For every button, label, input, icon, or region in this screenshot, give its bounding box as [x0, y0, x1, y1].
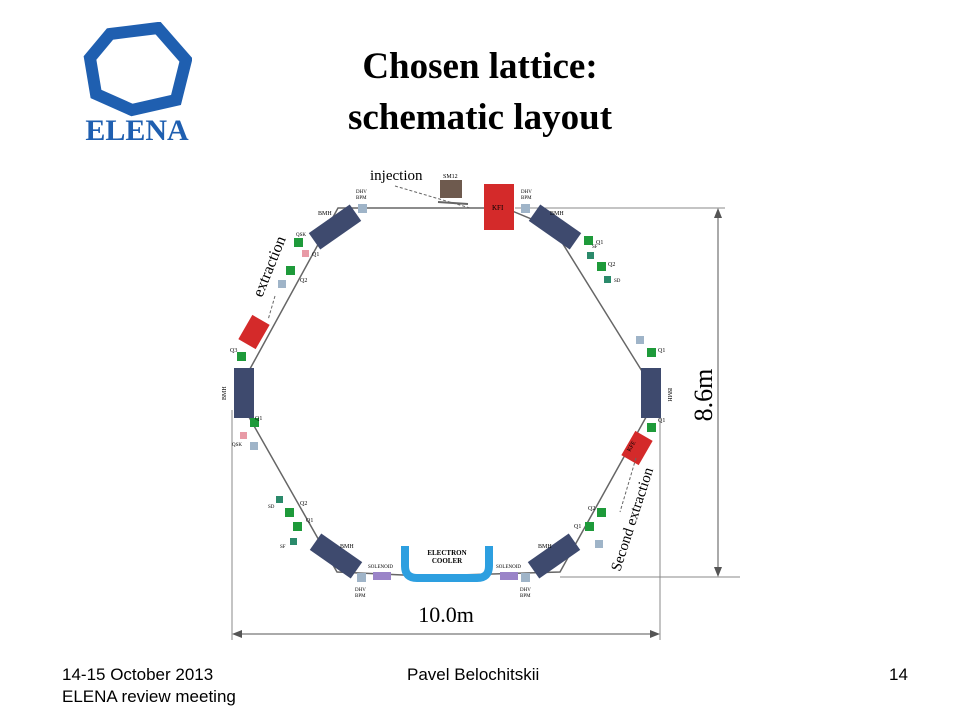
- pickup-label: BPM: [520, 594, 531, 599]
- dimension-width-label: 10.0m: [418, 602, 474, 627]
- skew-label: QSK: [296, 233, 306, 238]
- page-title-line2: schematic layout: [347, 97, 613, 138]
- pickup-label: DHV: [356, 190, 367, 195]
- sextupole-label: SD: [268, 505, 275, 510]
- svg-text:BMH: BMH: [550, 211, 564, 217]
- bend-left: BMH: [222, 368, 254, 418]
- quad-label: Q2: [300, 501, 307, 507]
- bend-bottom-left: BMH: [309, 533, 363, 579]
- sextupole-label: SF: [592, 245, 598, 250]
- skew-quad: [240, 432, 247, 439]
- quad: [237, 352, 246, 361]
- quad: [597, 508, 606, 517]
- dimension-height: 8.6m: [515, 207, 740, 578]
- quad-label: Q1: [255, 416, 262, 422]
- quadrupoles: [237, 236, 656, 531]
- footer-date-meeting: 14-15 October 2013 ELENA review meeting: [62, 664, 236, 708]
- logo-hexagon: [83, 21, 193, 117]
- page-title-line1: Chosen lattice:: [362, 46, 598, 87]
- bend-bottom-right: BMH: [527, 533, 581, 579]
- footer-date: 14-15 October 2013: [62, 665, 214, 684]
- quad-label: Q1: [312, 252, 319, 258]
- quad: [647, 423, 656, 432]
- cooler-label-line1: ELECTRON: [427, 549, 466, 557]
- septum-sm12: [440, 180, 462, 198]
- solenoid-right: [500, 572, 518, 580]
- kicker-extraction-label: KFE: [627, 440, 638, 453]
- quad-label: Q2: [588, 506, 595, 512]
- dimension-height-label: 8.6m: [689, 369, 718, 422]
- sextupole: [604, 276, 611, 283]
- quad: [285, 508, 294, 517]
- quad: [250, 418, 259, 427]
- skew-quad: [302, 250, 309, 257]
- quad: [286, 266, 295, 275]
- kicker-extraction-right: [621, 430, 653, 466]
- second-extraction-label: Second extraction: [609, 465, 658, 573]
- pickup-label: DHV: [520, 588, 531, 593]
- electron-cooler: [401, 546, 493, 582]
- quad-label: Q2: [608, 262, 615, 268]
- solenoid-label: SOLENOID: [496, 565, 521, 570]
- sextupole-label: SF: [280, 545, 286, 550]
- pickup: [521, 204, 530, 213]
- bend-right: BMH: [641, 368, 672, 418]
- quad-label: Q1: [596, 240, 603, 246]
- quad: [597, 262, 606, 271]
- solenoid-left: [373, 572, 391, 580]
- quad-label: Q1: [574, 524, 581, 530]
- quad-label: Q1: [306, 518, 313, 524]
- pickup: [357, 573, 366, 582]
- bend-top-left: BMH: [308, 204, 362, 250]
- quad: [294, 238, 303, 247]
- injection: injection SM12: [370, 168, 471, 209]
- pickup: [636, 336, 644, 344]
- sextupole: [276, 496, 283, 503]
- kicker-kfi-label: KFI: [492, 204, 504, 212]
- pickup-label: DHV: [355, 588, 366, 593]
- quad: [584, 236, 593, 245]
- septum-label: SM12: [443, 174, 458, 180]
- pickup: [521, 573, 530, 582]
- pickup-label: BPM: [355, 594, 366, 599]
- footer-page-number: 14: [889, 665, 908, 684]
- solenoid-label: SOLENOID: [368, 565, 393, 570]
- pickup-label: BPM: [356, 196, 367, 201]
- svg-text:BMH: BMH: [666, 388, 672, 402]
- sextupole: [587, 252, 594, 259]
- footer-author: Pavel Belochitskii: [407, 665, 540, 684]
- quad-label: Q1: [658, 418, 665, 424]
- quad: [585, 522, 594, 531]
- injection-label: injection: [370, 168, 423, 184]
- quad: [293, 522, 302, 531]
- elena-logo-mark: ELENA: [83, 21, 193, 147]
- cooler-label-line2: COOLER: [432, 557, 463, 565]
- kicker-kfi: [484, 184, 514, 230]
- svg-text:BMH: BMH: [538, 544, 552, 550]
- sextupole-label: SD: [614, 279, 621, 284]
- quad-label: Q3: [230, 348, 237, 354]
- pickup: [278, 280, 286, 288]
- elena-logo: ELENA: [82, 21, 193, 148]
- pickup: [250, 442, 258, 450]
- pickup-label: DHV: [521, 190, 532, 195]
- skew-label: QSK: [232, 443, 242, 448]
- bend-top-right: BMH: [528, 204, 582, 250]
- quad: [647, 348, 656, 357]
- extraction-label: extraction: [250, 234, 290, 300]
- pickup: [358, 204, 367, 213]
- sextupole: [290, 538, 297, 545]
- pickup: [595, 540, 603, 548]
- quad-label: Q2: [300, 278, 307, 284]
- svg-text:BMH: BMH: [340, 544, 354, 550]
- svg-text:BMH: BMH: [222, 386, 228, 400]
- dimension-width: 10.0m: [231, 410, 661, 640]
- svg-text:BMH: BMH: [318, 211, 332, 217]
- kicker-extraction-left: [238, 314, 270, 350]
- pickup-label: BPM: [521, 196, 532, 201]
- logo-text: ELENA: [85, 114, 189, 147]
- quad-label: Q1: [658, 348, 665, 354]
- footer-meeting: ELENA review meeting: [62, 687, 236, 706]
